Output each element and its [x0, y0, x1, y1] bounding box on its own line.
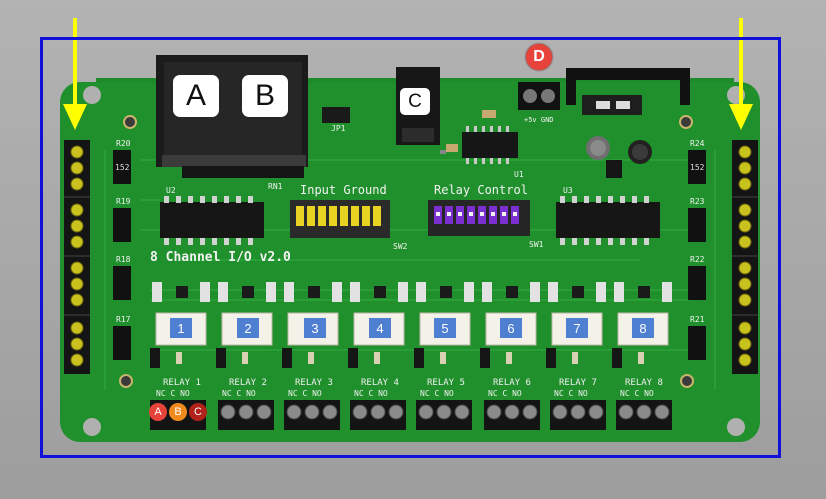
relay-pin-label: NC C NO [554, 389, 588, 398]
channel-badge: 6 [500, 318, 522, 338]
channel-badge: 4 [369, 318, 391, 338]
channel-badge: 8 [632, 318, 654, 338]
resistor-label: R20 [116, 139, 131, 148]
board-title: 8 Channel I/O v2.0 [150, 250, 291, 265]
callout-d: D [526, 44, 552, 70]
relay-label: RELAY 7 [559, 378, 597, 388]
blue-frame [40, 37, 781, 458]
input-ground-label: Input Ground [300, 183, 387, 197]
relay-label: RELAY 4 [361, 378, 399, 388]
relay-pin-label: NC C NO [222, 389, 256, 398]
callout-c: C [400, 88, 430, 115]
resistor-label: R17 [116, 315, 131, 324]
relay-label: RELAY 5 [427, 378, 465, 388]
sw1-label: SW1 [529, 240, 544, 249]
resistor-label: R21 [690, 315, 705, 324]
resistor-label: R24 [690, 139, 705, 148]
u1-label: U1 [514, 170, 524, 179]
relay-label: RELAY 3 [295, 378, 333, 388]
channel-badge: 7 [566, 318, 588, 338]
resistor-value: 152 [690, 163, 705, 172]
callout-a: A [173, 75, 219, 117]
resistor-value: 152 [115, 163, 130, 172]
relay-pin-label: NC C NO [288, 389, 322, 398]
resistor-label: R19 [116, 197, 131, 206]
relay-label: RELAY 6 [493, 378, 531, 388]
sw2-label: SW2 [393, 242, 408, 251]
rn1-label: RN1 [268, 182, 283, 191]
relay-label: RELAY 2 [229, 378, 267, 388]
power-label: +5v GND [524, 116, 554, 124]
u2-label: U2 [166, 186, 176, 195]
relay-control-label: Relay Control [434, 183, 528, 197]
relay-label: RELAY 1 [163, 378, 201, 388]
u3-label: U3 [563, 186, 573, 195]
resistor-label: R23 [690, 197, 705, 206]
channel-badge: 5 [434, 318, 456, 338]
relay-pin-label: NC C NO [420, 389, 454, 398]
resistor-label: R18 [116, 255, 131, 264]
resistor-label: R22 [690, 255, 705, 264]
relay-label: RELAY 8 [625, 378, 663, 388]
channel-badge: 2 [237, 318, 259, 338]
channel-badge: 1 [170, 318, 192, 338]
terminal-badge-b: B [169, 403, 187, 421]
terminal-badge-c: C [189, 403, 207, 421]
terminal-badge-a: A [149, 403, 167, 421]
jp1-label: JP1 [331, 124, 346, 133]
relay-pin-label: NC C NO [156, 389, 190, 398]
callout-b: B [242, 75, 288, 117]
channel-badge: 3 [304, 318, 326, 338]
relay-pin-label: NC C NO [354, 389, 388, 398]
relay-pin-label: NC C NO [620, 389, 654, 398]
relay-pin-label: NC C NO [488, 389, 522, 398]
